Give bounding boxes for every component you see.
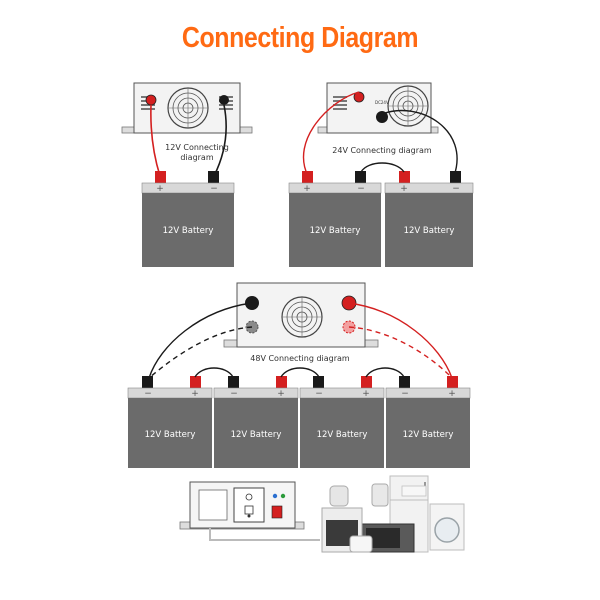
battery-label: 12V Battery [310,226,361,236]
inverter-48v [223,282,379,348]
minus-sign: − [401,389,409,399]
negative-terminal-icon [219,95,229,105]
battery-label: 12V Battery [403,430,454,440]
series-link-cable [360,162,405,173]
inverter-12v [121,82,253,134]
inverter-24v: DC24V [317,82,439,134]
ac-output-panel [179,481,320,541]
plus-sign: + [362,389,370,399]
plus-sign: + [191,389,199,399]
minus-sign: − [315,389,323,399]
appliances-illustration [321,475,465,553]
battery-label: 12V Battery [404,226,455,236]
minus-sign: − [144,389,152,399]
positive-cable [348,302,453,379]
minus-sign: − [357,184,365,194]
plus-sign: + [277,389,285,399]
diagram-24v: DC24V 24V Connecting diagram + − 12V Bat… [288,82,474,267]
battery-label: 12V Battery [317,430,368,440]
ac-cable [209,528,320,541]
negative-cable [381,109,458,177]
plus-sign: + [303,184,311,194]
status-led-icon [272,493,278,499]
battery-48v-3: − + 12V Battery [299,376,385,468]
positive-cable [302,91,360,177]
display-window [198,489,228,521]
battery-24v-2: + − 12V Battery [384,171,474,267]
diagram-12v-label-line1: 12V Connecting [165,143,229,152]
plus-sign: + [156,184,164,194]
battery-48v-1: − + 12V Battery [127,376,213,468]
battery-24v-1: + − 12V Battery [288,171,382,267]
page-title: Connecting Diagram [181,22,419,54]
plus-sign: + [448,389,456,399]
battery-48v-2: − + 12V Battery [213,376,299,468]
minus-sign: − [452,184,460,194]
battery-label: 12V Battery [163,226,214,236]
diagram-48v-label: 48V Connecting diagram [250,354,350,363]
diagram-12v-label-line2: diagram [180,153,213,162]
series-link-cable [365,367,405,378]
battery-label: 12V Battery [145,430,196,440]
power-switch-icon [271,505,283,519]
diagram-48v: 48V Connecting diagram − + 12V Battery −… [127,282,471,468]
negative-terminal-icon [376,111,388,123]
minus-sign: − [210,184,218,194]
minus-sign: − [230,389,238,399]
plus-sign: + [400,184,408,194]
series-link-cable [280,367,320,378]
positive-cable-alt [348,326,453,379]
battery-48v-4: − + 12V Battery [385,376,471,468]
battery-label: 12V Battery [231,430,282,440]
diagram-24v-label: 24V Connecting diagram [332,146,432,155]
positive-terminal-icon [145,94,157,106]
series-link-cable [194,367,234,378]
diagram-12v: 12V Connecting diagram + − 12V Battery [121,82,253,267]
battery-12v: + − 12V Battery [141,171,235,267]
negative-cable-alt [148,326,253,379]
status-led-icon [280,493,286,499]
inverter-tag: DC24V [375,100,389,105]
negative-cable [148,302,253,379]
